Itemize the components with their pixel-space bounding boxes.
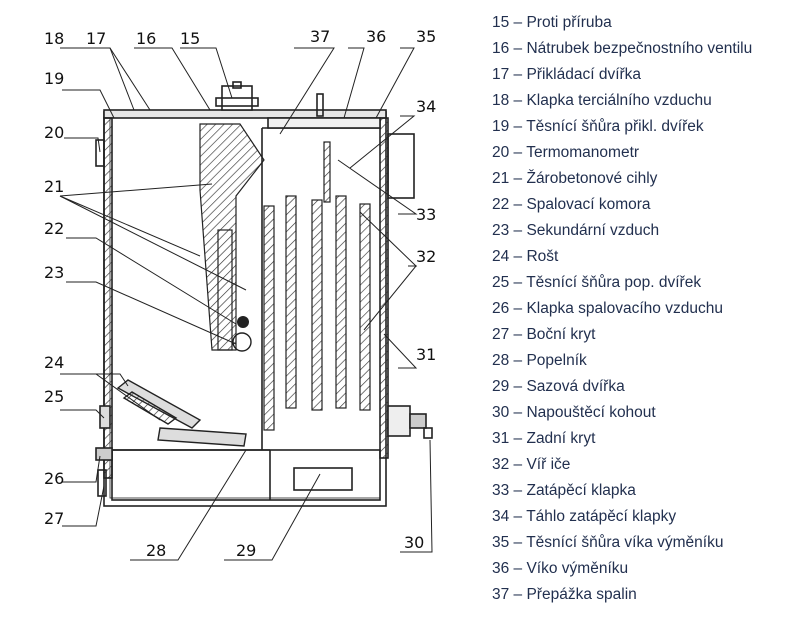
callout-17: 17 <box>86 29 106 48</box>
legend-item-16: 16 – Nátrubek bezpečnostního ventilu <box>492 40 753 57</box>
legend-item-22: 22 – Spalovací komora <box>492 196 651 213</box>
legend-item-28: 28 – Popelník <box>492 352 587 369</box>
callout-16: 16 <box>136 29 156 48</box>
combustion-chamber-port <box>232 332 252 352</box>
legend-item-29: 29 – Sazová dvířka <box>492 378 625 395</box>
callout-25: 25 <box>44 387 64 406</box>
callout-34: 34 <box>416 97 436 116</box>
callout-35: 35 <box>416 27 436 46</box>
legend-item-17: 17 – Přikládací dvířka <box>492 66 642 83</box>
legend-item-36: 36 – Víko výměníku <box>492 560 629 577</box>
legend-item-15: 15 – Proti příruba <box>492 14 612 31</box>
boiler-section-drawing: 18 17 16 15 37 36 35 19 34 20 21 33 22 3… <box>44 27 436 561</box>
callout-24: 24 <box>44 353 64 372</box>
legend-item-32: 32 – Víř iče <box>492 456 571 473</box>
callout-28: 28 <box>146 541 166 560</box>
callout-18: 18 <box>44 29 64 48</box>
legend-item-27: 27 – Boční kryt <box>492 326 596 343</box>
callout-33: 33 <box>416 205 436 224</box>
callout-20: 20 <box>44 123 64 142</box>
callout-21: 21 <box>44 177 64 196</box>
legend-item-25: 25 – Těsnící šňůra pop. dvířek <box>492 274 702 291</box>
callout-36: 36 <box>366 27 386 46</box>
turbulators <box>263 141 371 431</box>
legend-item-18: 18 – Klapka terciálního vzduchu <box>492 92 712 109</box>
callout-23: 23 <box>44 263 64 282</box>
callout-22: 22 <box>44 219 64 238</box>
callout-30: 30 <box>404 533 424 552</box>
callout-26: 26 <box>44 469 64 488</box>
legend-item-21: 21 – Žárobetonové cihly <box>492 170 658 187</box>
callout-37: 37 <box>310 27 330 46</box>
secondary-air-hole <box>237 316 249 328</box>
legend-item-34: 34 – Táhlo zatápěcí klapky <box>492 508 677 525</box>
legend-item-26: 26 – Klapka spalovacího vzduchu <box>492 300 723 317</box>
callout-numbers: 18 17 16 15 37 36 35 19 34 20 21 33 22 3… <box>44 27 436 560</box>
legend-item-31: 31 – Zadní kryt <box>492 430 596 447</box>
legend-item-23: 23 – Sekundární vzduch <box>492 222 660 239</box>
callout-31: 31 <box>416 345 436 364</box>
callout-32: 32 <box>416 247 436 266</box>
legend-item-35: 35 – Těsnící šňůra víka výměníku <box>492 534 724 551</box>
legend-item-33: 33 – Zatápěcí klapka <box>492 482 636 499</box>
callout-29: 29 <box>236 541 256 560</box>
legend-item-30: 30 – Napouštěcí kohout <box>492 404 656 421</box>
leader-lines <box>59 47 433 561</box>
refractory-bricks <box>199 123 265 351</box>
callout-19: 19 <box>44 69 64 88</box>
legend-item-19: 19 – Těsnící šňůra přikl. dvířek <box>492 118 704 135</box>
legend-item-37: 37 – Přepážka spalin <box>492 586 637 603</box>
legend-item-20: 20 – Termomanometr <box>492 144 640 161</box>
callout-27: 27 <box>44 509 64 528</box>
parts-legend: 15 – Proti příruba 16 – Nátrubek bezpečn… <box>492 10 803 608</box>
callout-15: 15 <box>180 29 200 48</box>
legend-item-24: 24 – Rošt <box>492 248 559 265</box>
grate <box>116 379 247 447</box>
